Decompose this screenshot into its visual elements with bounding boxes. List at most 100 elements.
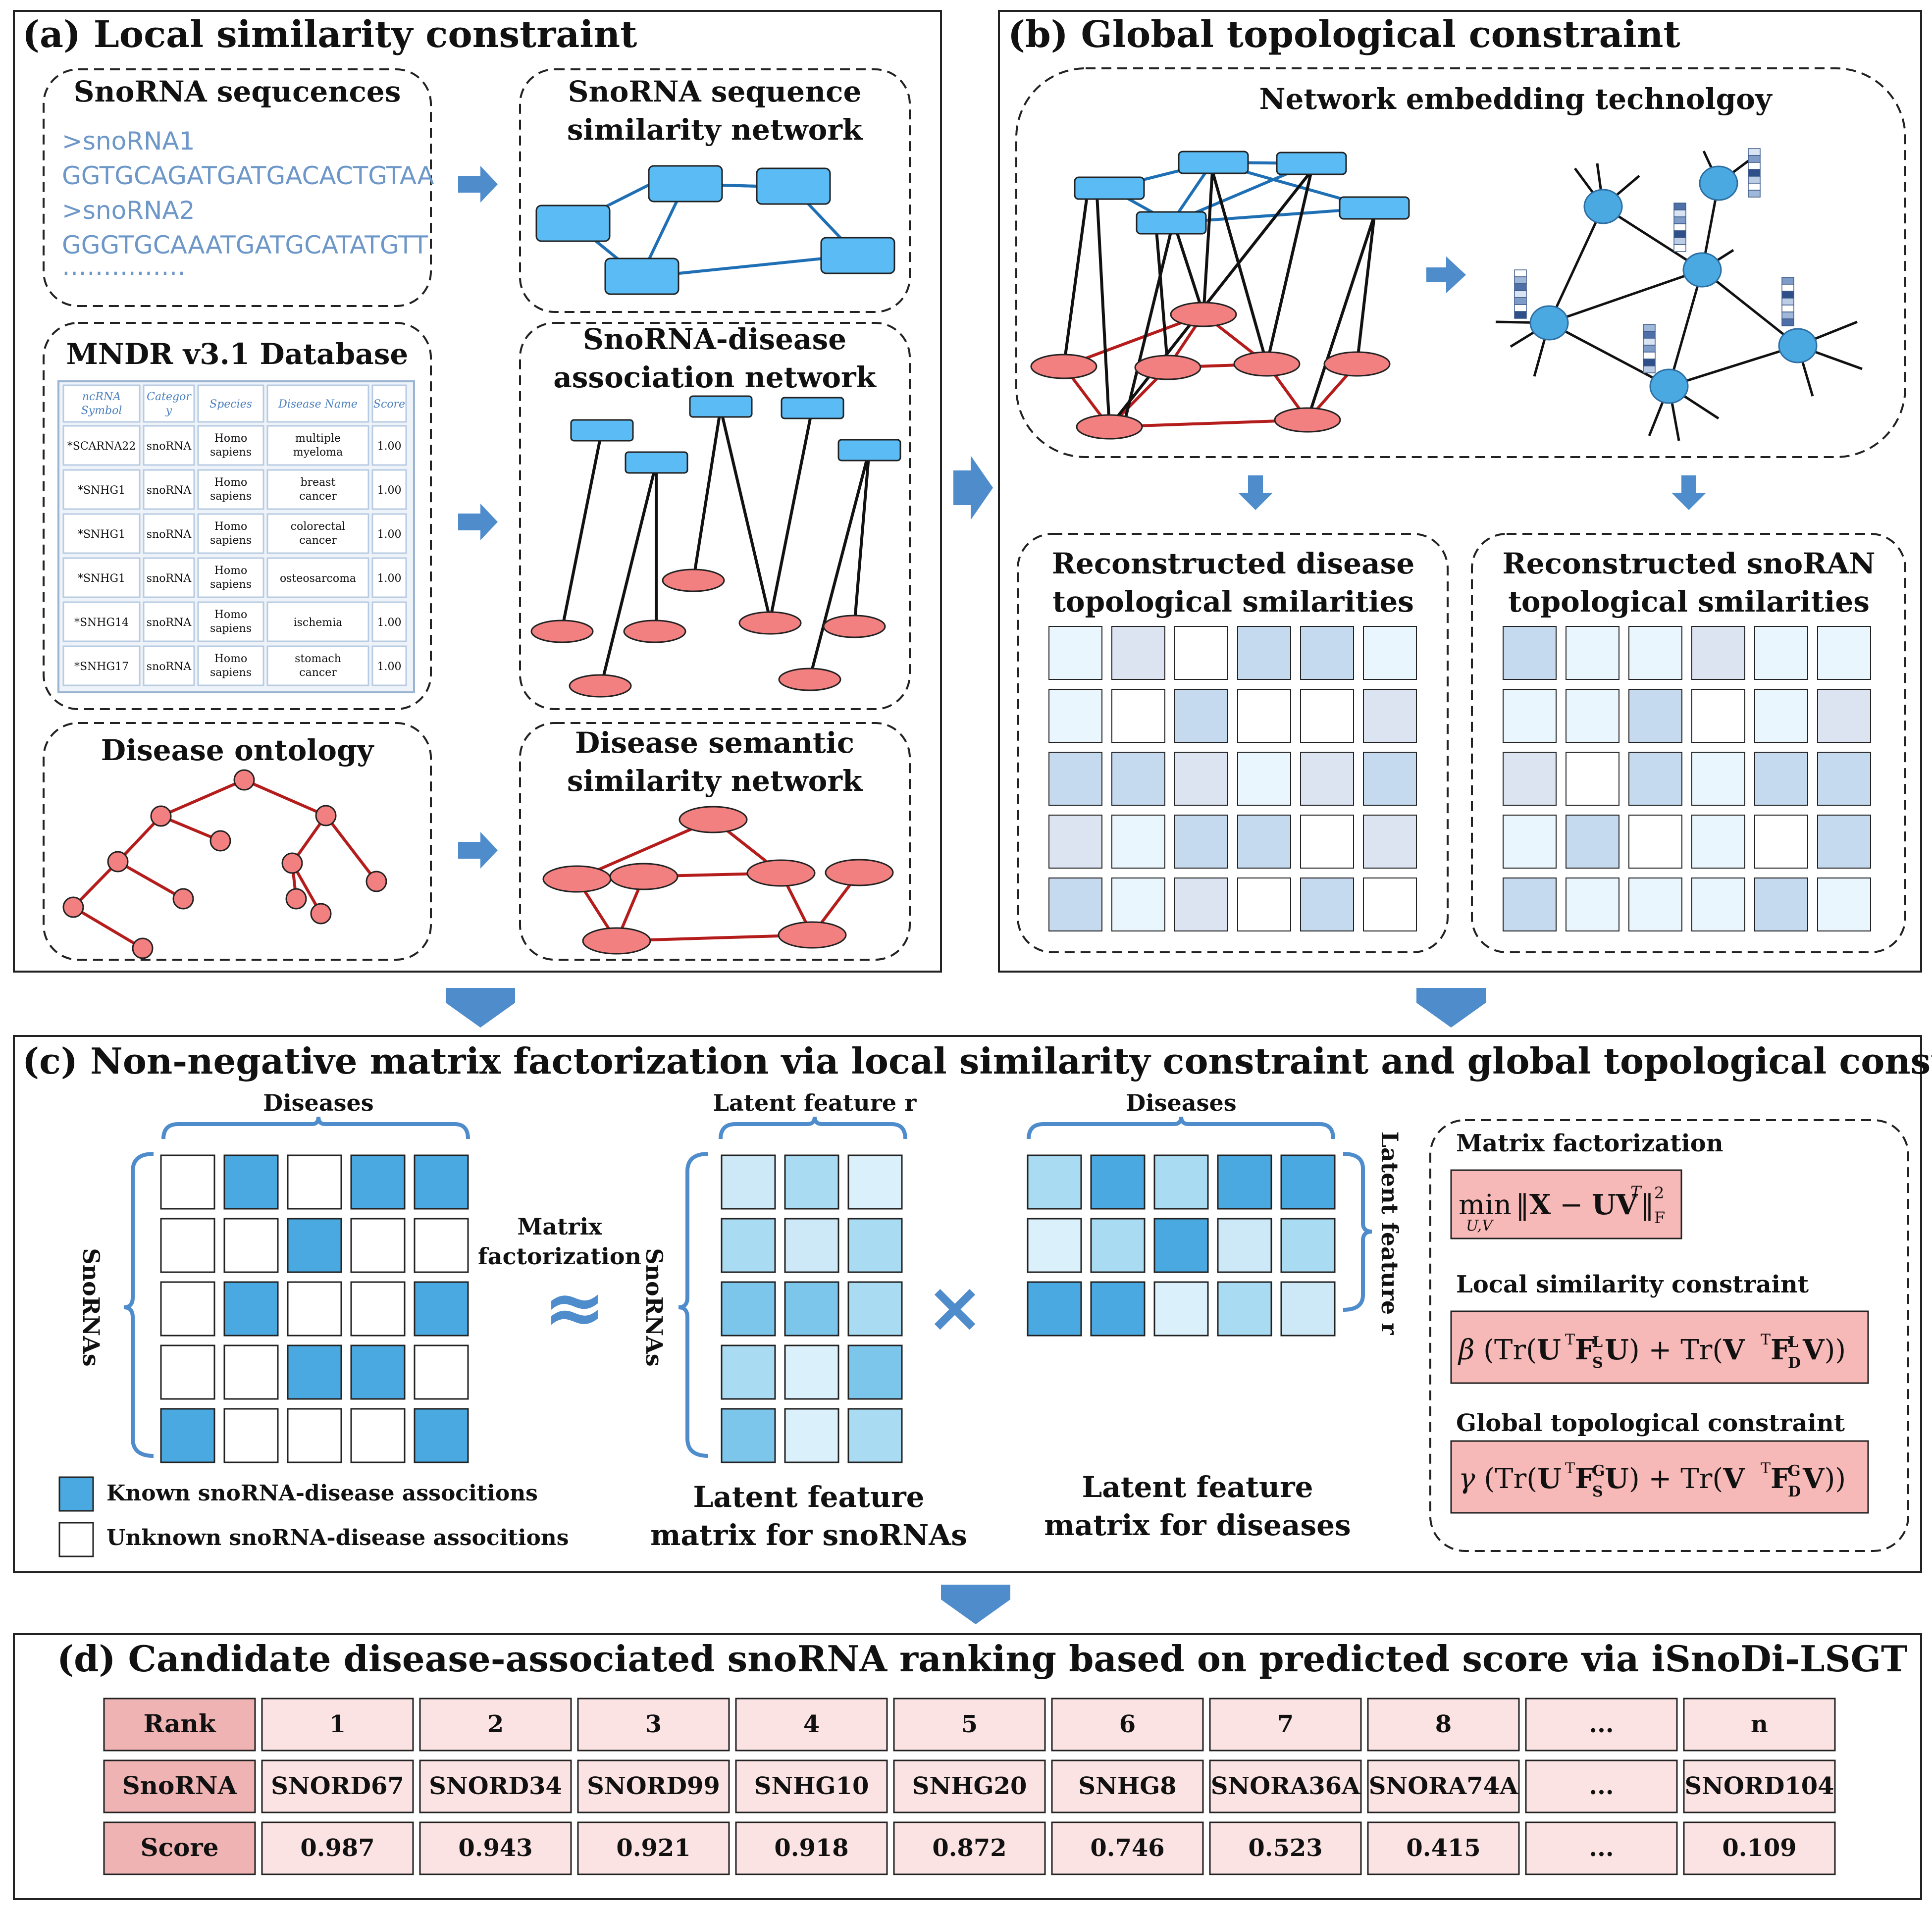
mndr-cell-text: *SNHG14 (74, 617, 129, 629)
matrix-cell (847, 1344, 903, 1400)
rank-table-value: SNHG8 (1078, 1772, 1176, 1800)
similarity-cell (1691, 815, 1745, 869)
mndr-cell-text: breast (301, 476, 336, 489)
mndr-cell (371, 557, 407, 598)
matrix-cell (350, 1281, 406, 1337)
similarity-cell (1628, 815, 1682, 869)
matrix-cell (784, 1218, 839, 1273)
similarity-cell (1628, 752, 1682, 806)
embedding-vector-cell (1748, 148, 1761, 156)
arrow-down-icon (1238, 475, 1273, 510)
sequence-line-4: GGGTGCAAATGATGCATATGTT (62, 231, 428, 259)
similarity-cell (1174, 877, 1228, 931)
svg-text:T: T (1565, 1331, 1575, 1348)
rank-table-value: SNORD67 (271, 1772, 404, 1800)
arrow-down-icon (446, 988, 515, 1028)
mndr-cell (371, 645, 407, 686)
mndr-cell-text: *SCARNA22 (67, 440, 136, 453)
rank-table-cell (1683, 1698, 1836, 1752)
matrix-cell (784, 1281, 839, 1337)
rank-table-cell (893, 1698, 1046, 1752)
embedding-vector-cell (1514, 297, 1527, 305)
panel-b-frame (998, 10, 1922, 973)
rank-table-value: ... (1589, 1834, 1614, 1862)
mndr-cell (143, 469, 195, 510)
similarity-cell (1111, 626, 1165, 680)
rank-table-cell (261, 1759, 414, 1813)
local-formula-title: Local similarity constraint (1456, 1271, 1809, 1298)
mndr-cell-text: Homo (214, 432, 248, 445)
mf-formula: min U,V ‖X − UV T ‖ 2 F (1459, 1183, 1665, 1235)
rank-row-label: Rank (143, 1709, 216, 1738)
mndr-header-cell (197, 384, 264, 423)
matrix-x-left-brace (123, 1152, 154, 1458)
mndr-cell-text: 1.00 (377, 661, 402, 673)
embedding-vector-cell (1673, 209, 1686, 217)
matrix-x-top-brace (161, 1116, 470, 1139)
matrix-cell (1090, 1154, 1146, 1210)
similarity-cell (1566, 689, 1619, 743)
sequence-line-1: >snoRNA1 (62, 127, 195, 155)
embedding-vector-cell (1643, 359, 1656, 366)
mndr-header-text: ncRNA (82, 391, 121, 403)
matrix-x-snornas-label: SnoRNAs (78, 1248, 104, 1366)
rank-row-label-cell (103, 1698, 256, 1752)
svg-text:T: T (1630, 1183, 1642, 1201)
mndr-box (43, 322, 432, 710)
rank-table-value: SNORA74A (1369, 1772, 1518, 1800)
mndr-cell-text: ischemia (294, 617, 343, 629)
mndr-cell (143, 425, 195, 466)
panel-d-title: (d) Candidate disease-associated snoRNA … (57, 1638, 1908, 1680)
matrix-cell (350, 1344, 406, 1400)
matrix-cell (1217, 1281, 1272, 1337)
mndr-cell-text: *SNHG1 (78, 572, 125, 585)
formulas-box (1429, 1119, 1909, 1552)
embedding-vector-cell (1673, 230, 1686, 238)
snorna-latent-matrix (721, 1154, 903, 1463)
local-formula: β (Tr(U T F L S U) + Tr(V T F L D V)) (1458, 1331, 1846, 1372)
svg-text:F: F (1575, 1334, 1595, 1366)
snorna-latent-caption-1: Latent feature (693, 1480, 924, 1514)
mndr-cell-text: stomach (295, 653, 341, 665)
svg-text:G: G (1592, 1462, 1605, 1480)
mndr-cell (266, 425, 369, 466)
matrix-cell (414, 1408, 469, 1463)
similarity-cell (1754, 626, 1808, 680)
matrix-cell (414, 1344, 469, 1400)
similarity-cell (1111, 752, 1165, 806)
matrix-cell (287, 1218, 342, 1273)
similarity-cell (1628, 689, 1682, 743)
arrow-right-icon (458, 166, 498, 203)
matrix-cell (1027, 1154, 1082, 1210)
matrix-cell (1153, 1218, 1209, 1273)
mndr-cell (371, 425, 407, 466)
rank-table-cell (1209, 1698, 1362, 1752)
rank-table-value: 0.523 (1248, 1834, 1322, 1862)
rank-table-value: 1 (329, 1710, 346, 1738)
panel-b-title: (b) Global topological constraint (1008, 13, 1680, 56)
rank-table-value: 0.415 (1406, 1834, 1480, 1862)
mndr-cell-text: snoRNA (147, 440, 192, 453)
recon-snorna-title-2: topological smilarities (1508, 585, 1870, 619)
matrix-cell (1027, 1281, 1082, 1337)
matrix-cell (1280, 1218, 1336, 1273)
matrix-cell (721, 1154, 776, 1210)
embedding-vector-cell (1643, 365, 1656, 373)
sequence-box-title: SnoRNA sequcences (74, 75, 401, 108)
mndr-cell-text: 1.00 (377, 440, 402, 453)
arrow-down-icon (1671, 475, 1706, 510)
mndr-cell-text: Homo (214, 565, 248, 577)
mndr-cell-text: Homo (214, 476, 248, 489)
mndr-cell-text: sapiens (210, 446, 252, 459)
embedding-vector-cell (1781, 318, 1794, 326)
disease-latent-matrix (1027, 1154, 1336, 1337)
rank-table-value: ... (1589, 1710, 1614, 1738)
embedding-vector-cell (1748, 162, 1761, 170)
mndr-cell-text: cancer (299, 490, 337, 503)
mndr-cell (143, 645, 195, 686)
semantic-network-title-1: Disease semantic (575, 726, 854, 760)
rank-table-cell (577, 1821, 730, 1875)
rank-table-value: 4 (803, 1710, 820, 1738)
embedding-vector-cell (1643, 352, 1656, 360)
